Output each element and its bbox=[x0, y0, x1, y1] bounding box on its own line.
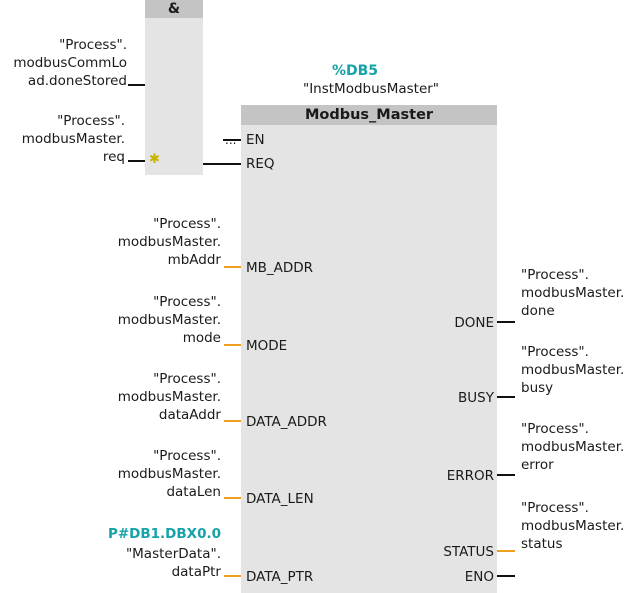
operand-line: mbAddr bbox=[167, 252, 221, 268]
operand-line: req bbox=[102, 149, 125, 165]
operand-line: "Process". bbox=[521, 344, 589, 360]
operand-line: dataLen bbox=[166, 484, 221, 500]
error-operand[interactable]: "Process". modbusMaster. error bbox=[521, 420, 624, 474]
operand-line: "Process". bbox=[153, 371, 221, 387]
operand-line: modbusMaster. bbox=[521, 518, 625, 534]
pin-done: DONE bbox=[454, 315, 494, 331]
data-addr-operand[interactable]: "Process". modbusMaster. dataAddr bbox=[118, 370, 221, 424]
status-wire bbox=[497, 550, 515, 552]
instance-db-name[interactable]: "InstModbusMaster" bbox=[302, 81, 440, 97]
operand-line: "Process". bbox=[521, 267, 589, 283]
eno-wire bbox=[497, 575, 515, 577]
operand-line: modbusCommLo bbox=[13, 55, 127, 71]
error-wire bbox=[497, 474, 515, 476]
operand-line: modbusMaster. bbox=[117, 389, 221, 405]
operand-line: error bbox=[521, 457, 554, 473]
operand-line: modbusMaster. bbox=[521, 285, 625, 301]
pin-error: ERROR bbox=[446, 468, 494, 484]
busy-operand[interactable]: "Process". modbusMaster. busy bbox=[521, 343, 624, 397]
pin-data-len: DATA_LEN bbox=[246, 491, 314, 507]
operand-line: ad.doneStored bbox=[27, 73, 127, 89]
en-wire bbox=[223, 139, 241, 141]
and-block-title: & bbox=[145, 0, 203, 18]
mb-addr-wire bbox=[224, 266, 241, 268]
done-operand[interactable]: "Process". modbusMaster. done bbox=[521, 266, 624, 320]
operand-line: "Process". bbox=[153, 216, 221, 232]
operand-line: dataPtr bbox=[171, 564, 221, 580]
operand-line: modbusMaster. bbox=[117, 466, 221, 482]
data-ptr-wire bbox=[224, 575, 241, 577]
operand-line: "Process". bbox=[521, 421, 589, 437]
modbus-master-title: Modbus_Master bbox=[241, 105, 497, 125]
operand-line: modbusMaster. bbox=[521, 362, 625, 378]
and-input-1-wire bbox=[128, 84, 145, 86]
operand-line: "Process". bbox=[59, 37, 127, 53]
pin-mode: MODE bbox=[246, 338, 288, 354]
data-len-operand[interactable]: "Process". modbusMaster. dataLen bbox=[118, 447, 221, 501]
data-ptr-operand[interactable]: "MasterData". dataPtr bbox=[126, 545, 221, 581]
operand-line: "MasterData". bbox=[125, 546, 221, 562]
and-block[interactable] bbox=[145, 0, 203, 175]
pin-status: STATUS bbox=[443, 544, 494, 560]
operand-line: "Process". bbox=[521, 500, 589, 516]
and-output-wire bbox=[203, 163, 241, 165]
pin-mb-addr: MB_ADDR bbox=[246, 260, 314, 276]
mode-operand[interactable]: "Process". modbusMaster. mode bbox=[118, 293, 221, 347]
and-input-1-operand[interactable]: "Process". modbusCommLo ad.doneStored bbox=[13, 36, 127, 90]
operand-line: "Process". bbox=[153, 294, 221, 310]
pin-req: REQ bbox=[246, 156, 275, 172]
operand-line: modbusMaster. bbox=[117, 312, 221, 328]
pin-eno: ENO bbox=[464, 569, 494, 585]
mb-addr-operand[interactable]: "Process". modbusMaster. mbAddr bbox=[118, 215, 221, 269]
mode-wire bbox=[224, 344, 241, 346]
asterisk-icon: ✱ bbox=[149, 152, 160, 167]
and-input-2-wire bbox=[128, 160, 145, 162]
pin-busy: BUSY bbox=[458, 390, 494, 406]
and-input-2-operand[interactable]: "Process". modbusMaster. req bbox=[22, 112, 125, 166]
operand-line: busy bbox=[521, 380, 554, 396]
operand-line: "Process". bbox=[153, 448, 221, 464]
operand-line: modbusMaster. bbox=[117, 234, 221, 250]
operand-line: done bbox=[521, 303, 555, 319]
instance-db-address: %DB5 bbox=[331, 63, 379, 79]
data-addr-wire bbox=[224, 420, 241, 422]
done-wire bbox=[497, 321, 515, 323]
data-len-wire bbox=[224, 497, 241, 499]
operand-line: modbusMaster. bbox=[21, 131, 125, 147]
operand-line: dataAddr bbox=[158, 407, 221, 423]
operand-line: mode bbox=[182, 330, 221, 346]
operand-line: modbusMaster. bbox=[521, 439, 625, 455]
operand-line: "Process". bbox=[57, 113, 125, 129]
pin-en: EN bbox=[246, 132, 265, 148]
modbus-master-block[interactable] bbox=[241, 105, 497, 593]
pin-data-ptr: DATA_PTR bbox=[246, 569, 314, 585]
data-ptr-address: P#DB1.DBX0.0 bbox=[107, 526, 221, 542]
pin-data-addr: DATA_ADDR bbox=[246, 414, 327, 430]
operand-line: status bbox=[521, 536, 563, 552]
status-operand[interactable]: "Process". modbusMaster. status bbox=[521, 499, 624, 553]
busy-wire bbox=[497, 396, 515, 398]
